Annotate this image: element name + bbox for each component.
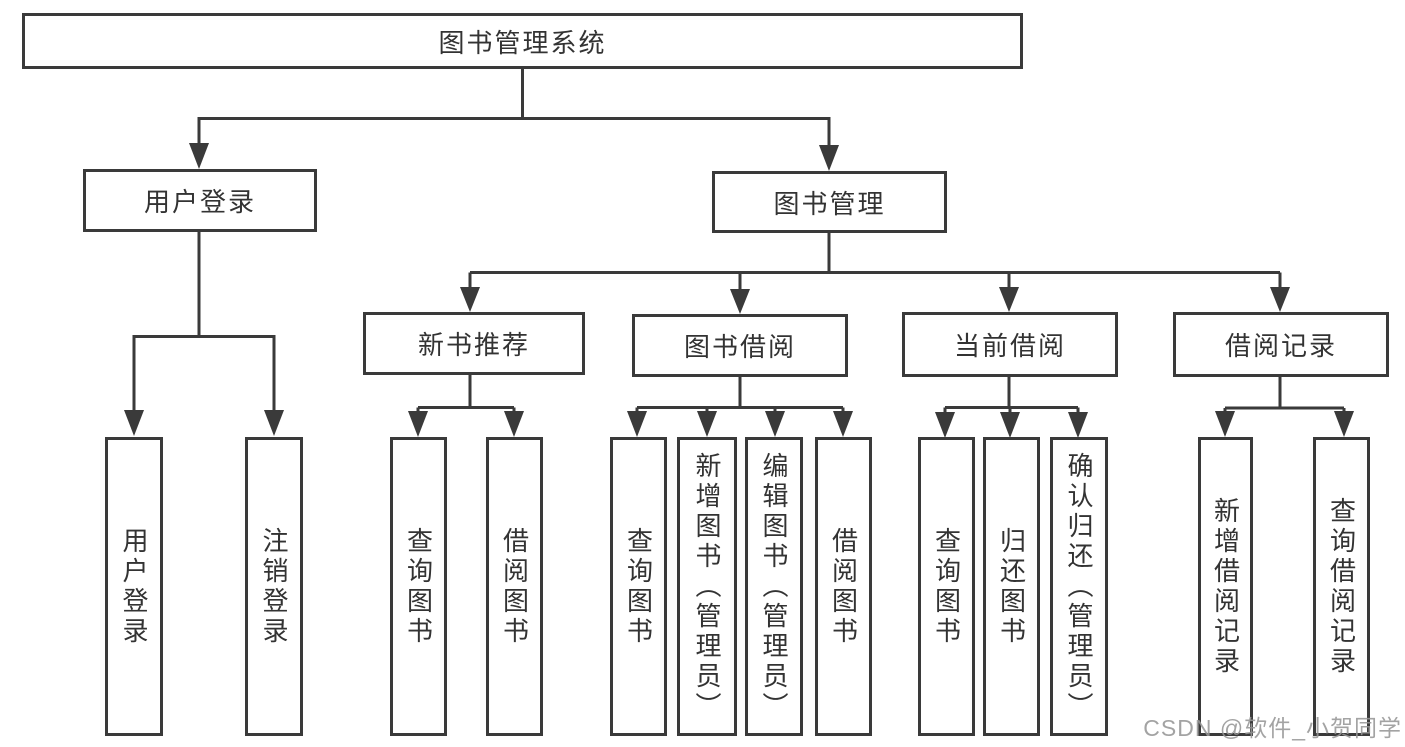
leaf-user-login: 用户登录 [105,437,163,736]
leaf-borrow-query-books: 查询图书 [610,437,667,736]
leaf-recommend-borrow-books: 借阅图书 [486,437,543,736]
node-book-management-label: 图书管理 [773,188,886,219]
leaf-query-borrow-record: 查询借阅记录 [1313,437,1370,736]
leaf-add-borrow-record-label: 新增借阅记录 [1210,496,1241,677]
node-book-management: 图书管理 [712,171,947,233]
leaf-logout-label: 注销登录 [259,526,289,647]
node-new-book-recommend-label: 新书推荐 [417,330,530,360]
leaf-current-query-books: 查询图书 [918,437,975,736]
leaf-add-books-admin-label: 新增图书（管理员） [692,451,722,722]
leaf-recommend-query-books-label: 查询图书 [403,526,434,647]
node-borrow-record: 借阅记录 [1173,312,1389,377]
leaf-edit-books-admin-label: 编辑图书（管理员） [759,451,789,722]
node-book-borrow: 图书借阅 [632,314,848,377]
leaf-edit-books-admin: 编辑图书（管理员） [745,437,803,736]
leaf-borrow-query-books-label: 查询图书 [623,526,654,647]
node-user-login: 用户登录 [83,169,317,232]
leaf-recommend-query-books: 查询图书 [390,437,447,736]
leaf-return-books: 归还图书 [983,437,1040,736]
node-current-borrow-label: 当前借阅 [953,331,1066,361]
csdn-watermark: CSDN @软件_小贺同学 [1143,715,1402,741]
leaf-recommend-borrow-books-label: 借阅图书 [499,526,530,647]
arrowhead-icons [124,143,1354,438]
node-current-borrow: 当前借阅 [902,312,1118,377]
node-root-label: 图书管理系统 [438,27,607,58]
leaf-confirm-return-admin: 确认归还（管理员） [1050,437,1108,736]
node-root: 图书管理系统 [22,13,1023,69]
node-user-login-label: 用户登录 [143,187,256,217]
node-borrow-record-label: 借阅记录 [1224,331,1337,361]
leaf-borrow-books-label: 借阅图书 [828,526,859,647]
node-new-book-recommend: 新书推荐 [363,312,585,375]
leaf-confirm-return-admin-label: 确认归还（管理员） [1064,451,1094,722]
leaf-logout: 注销登录 [245,437,303,736]
leaf-return-books-label: 归还图书 [996,526,1027,647]
leaf-current-query-books-label: 查询图书 [931,526,962,647]
node-book-borrow-label: 图书借阅 [683,332,796,362]
leaf-user-login-label: 用户登录 [119,526,149,647]
leaf-add-books-admin: 新增图书（管理员） [677,437,737,736]
leaf-borrow-books: 借阅图书 [815,437,872,736]
leaf-query-borrow-record-label: 查询借阅记录 [1326,496,1357,677]
leaf-add-borrow-record: 新增借阅记录 [1198,437,1253,736]
